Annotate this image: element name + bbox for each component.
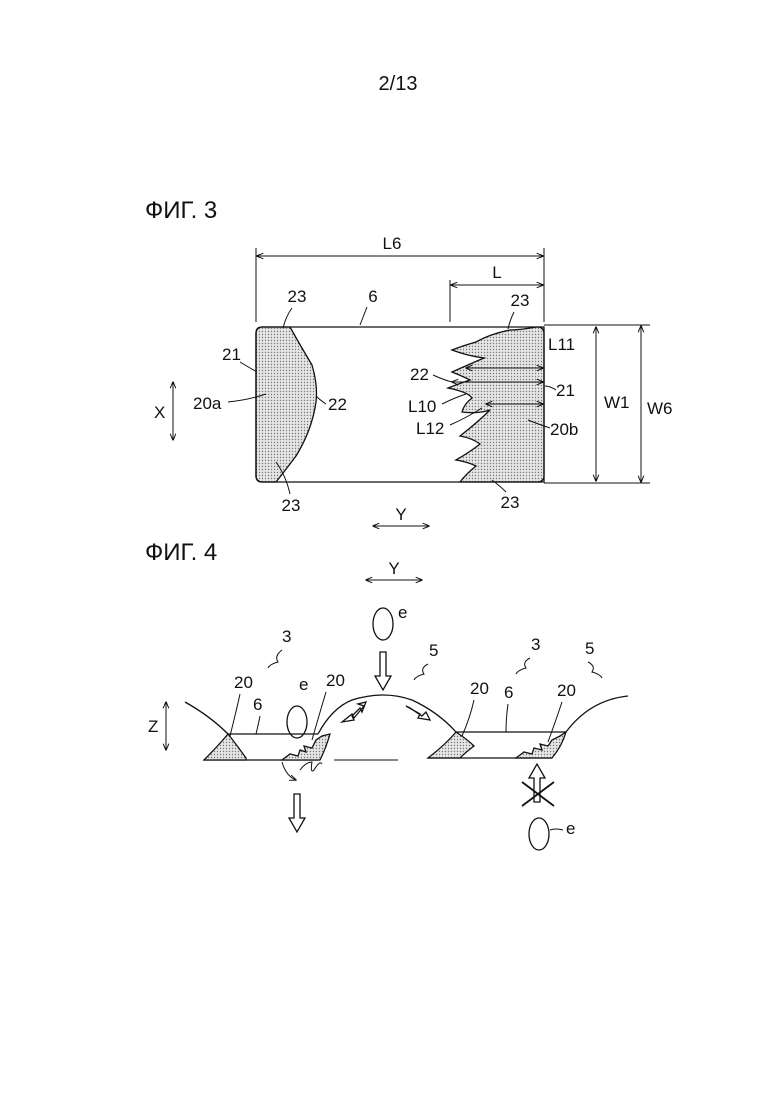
curved-arrow-through: [282, 762, 296, 780]
hollow-arrow-hump-left: [342, 702, 366, 722]
fig4-title: ФИГ. 4: [145, 539, 217, 566]
leader-6-left: [256, 716, 260, 734]
label-5-mid: 5: [429, 641, 438, 660]
leader-23-top-left: [283, 308, 292, 328]
region-20-left-1: [204, 734, 246, 760]
label-w1: W1: [604, 393, 630, 412]
leader-20-1: [230, 694, 240, 736]
label-21-right: 21: [556, 381, 575, 400]
leader-22-right: [433, 375, 452, 382]
label-l11: L11: [548, 335, 575, 354]
label-20b: 20b: [550, 420, 578, 439]
hollow-arrow-down-below: [289, 794, 305, 832]
region-20-left-2: [282, 734, 330, 760]
leader-22-left: [316, 396, 326, 404]
electron-top: [373, 608, 393, 640]
label-x: X: [154, 403, 165, 422]
label-5-right: 5: [585, 639, 594, 658]
label-23-bottom-right: 23: [501, 493, 520, 512]
leader-l10: [442, 394, 466, 404]
label-y-fig4: Y: [388, 559, 399, 578]
label-20-4: 20: [557, 681, 576, 700]
leader-e-bottom: [550, 829, 563, 830]
region-20-right-1: [428, 732, 474, 758]
label-l10: L10: [408, 397, 436, 416]
label-23-bottom-left: 23: [282, 496, 301, 515]
label-l: L: [492, 263, 501, 282]
label-21-left: 21: [222, 345, 241, 364]
label-w6: W6: [647, 399, 673, 418]
leakage-squiggle: [300, 762, 322, 771]
electron-bottom: [529, 818, 549, 850]
leader-6-right: [506, 704, 508, 732]
center-hump: [318, 695, 456, 734]
leader-20-3: [462, 700, 474, 736]
electron-left: [287, 706, 307, 738]
leader-3-left: [268, 650, 282, 668]
hollow-arrow-down-top: [375, 652, 391, 690]
label-23-top-right: 23: [511, 291, 530, 310]
label-22-right: 22: [410, 365, 429, 384]
label-e-bottom: e: [566, 819, 575, 838]
label-6-right: 6: [504, 683, 513, 702]
region-20-right-2: [516, 732, 566, 758]
label-20-2: 20: [326, 671, 345, 690]
label-e-top: e: [398, 603, 407, 622]
label-22-left: 22: [328, 395, 347, 414]
label-23-top-left: 23: [288, 287, 307, 306]
leader-3-right: [516, 658, 530, 674]
label-l12: L12: [416, 419, 444, 438]
label-6-left: 6: [253, 695, 262, 714]
leader-5-right: [588, 662, 602, 678]
page-number: 2/13: [379, 73, 418, 95]
label-20a: 20a: [193, 394, 222, 413]
leader-21-right: [545, 386, 556, 390]
fig3-title: ФИГ. 3: [145, 197, 217, 224]
region-20a: [256, 327, 317, 482]
label-3-right: 3: [531, 635, 540, 654]
leader-6: [360, 307, 367, 325]
leader-5-mid: [414, 664, 428, 680]
leader-21-left: [240, 362, 257, 372]
right-outer-slope: [566, 696, 628, 732]
left-outer-slope: [185, 702, 228, 734]
label-20-3: 20: [470, 679, 489, 698]
label-20-1: 20: [234, 673, 253, 692]
label-l6: L6: [383, 234, 402, 253]
hollow-arrow-up-blocked: [529, 764, 545, 802]
label-6: 6: [368, 287, 377, 306]
label-e-left: e: [299, 675, 308, 694]
label-y-fig3: Y: [395, 505, 406, 524]
label-3-left: 3: [282, 627, 291, 646]
label-z: Z: [148, 717, 158, 736]
